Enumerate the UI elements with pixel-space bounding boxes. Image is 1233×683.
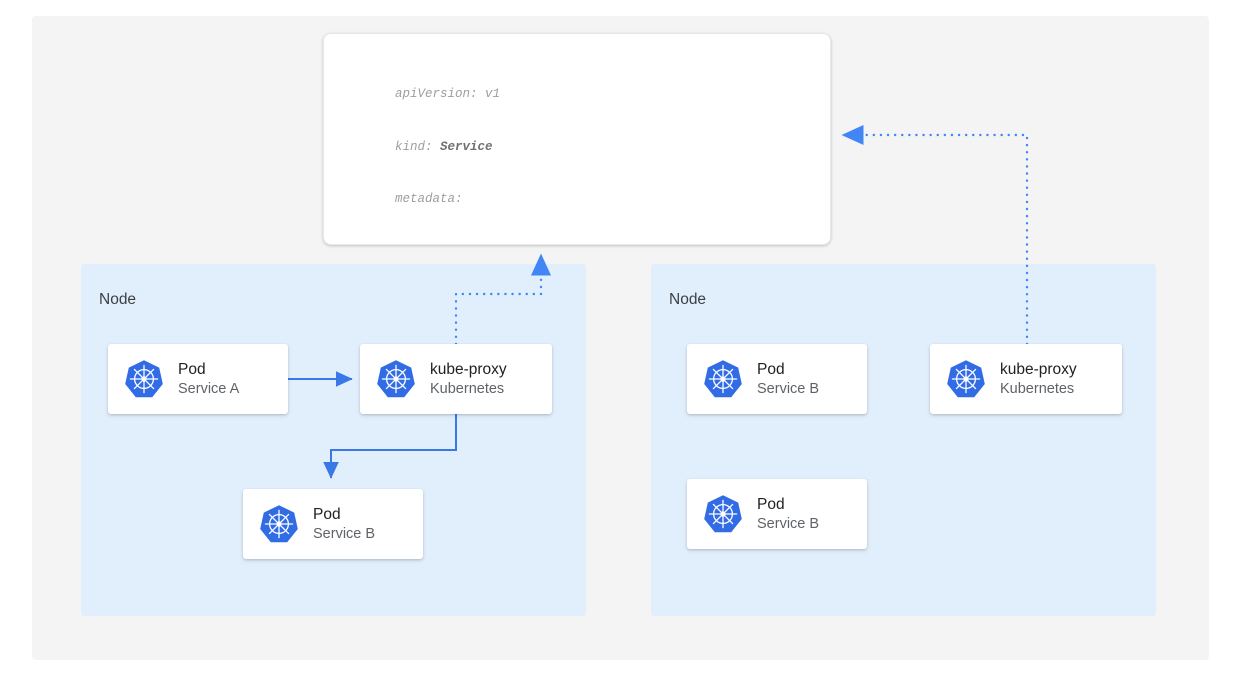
kubernetes-icon	[704, 495, 742, 533]
yaml-line-kind: kind: Service	[395, 139, 703, 157]
diagram-canvas: apiVersion: v1 kind: Service metadata: n…	[32, 16, 1209, 660]
card-text: Pod Service B	[313, 505, 375, 544]
card-subtitle: Service B	[757, 515, 820, 532]
card-subtitle: Service B	[757, 380, 820, 397]
card-text: kube-proxy Kubernetes	[1000, 360, 1077, 399]
yaml-text: apiVersion: v1	[395, 87, 501, 101]
card-text: kube-proxy Kubernetes	[430, 360, 507, 399]
card-title: kube-proxy	[430, 360, 507, 378]
kubernetes-icon	[704, 360, 742, 398]
card-title: Pod	[313, 505, 341, 523]
yaml-line-apiversion: apiVersion: v1	[395, 86, 703, 104]
node-label: Node	[99, 291, 137, 308]
card-text: Pod Service A	[178, 360, 239, 399]
card-subtitle: Service B	[313, 525, 376, 542]
card-pod-service-b-right-bottom[interactable]: Pod Service B	[687, 479, 867, 549]
card-title: kube-proxy	[1000, 360, 1077, 378]
yaml-text: kind:	[395, 139, 441, 154]
card-text: Pod Service B	[757, 495, 819, 534]
kubernetes-icon	[377, 360, 415, 398]
card-text: Pod Service B	[757, 360, 819, 399]
card-pod-service-a[interactable]: Pod Service A	[108, 344, 288, 414]
card-subtitle: Service A	[178, 380, 240, 397]
card-title: Pod	[178, 360, 206, 378]
card-kube-proxy-right[interactable]: kube-proxy Kubernetes	[930, 344, 1122, 414]
yaml-text: name: my-service	[395, 245, 530, 246]
kubernetes-icon	[125, 360, 163, 398]
node-panel-right: Node	[651, 264, 1156, 616]
kubernetes-icon	[947, 360, 985, 398]
yaml-line-metadata: metadata:	[395, 191, 703, 209]
yaml-text: metadata:	[395, 192, 463, 206]
card-pod-service-b-right-top[interactable]: Pod Service B	[687, 344, 867, 414]
node-label: Node	[669, 291, 707, 308]
card-kube-proxy-left[interactable]: kube-proxy Kubernetes	[360, 344, 552, 414]
yaml-line-name: name: my-service	[395, 244, 703, 246]
card-subtitle: Kubernetes	[430, 380, 505, 397]
kubernetes-icon	[260, 505, 298, 543]
service-yaml-code: apiVersion: v1 kind: Service metadata: n…	[395, 51, 703, 246]
card-pod-service-b-left[interactable]: Pod Service B	[243, 489, 423, 559]
card-subtitle: Kubernetes	[1000, 380, 1075, 397]
service-yaml-card: apiVersion: v1 kind: Service metadata: n…	[323, 33, 831, 245]
yaml-text-bold: Service	[440, 139, 493, 154]
node-panel-left: Node	[81, 264, 586, 616]
card-title: Pod	[757, 495, 785, 513]
card-title: Pod	[757, 360, 785, 378]
